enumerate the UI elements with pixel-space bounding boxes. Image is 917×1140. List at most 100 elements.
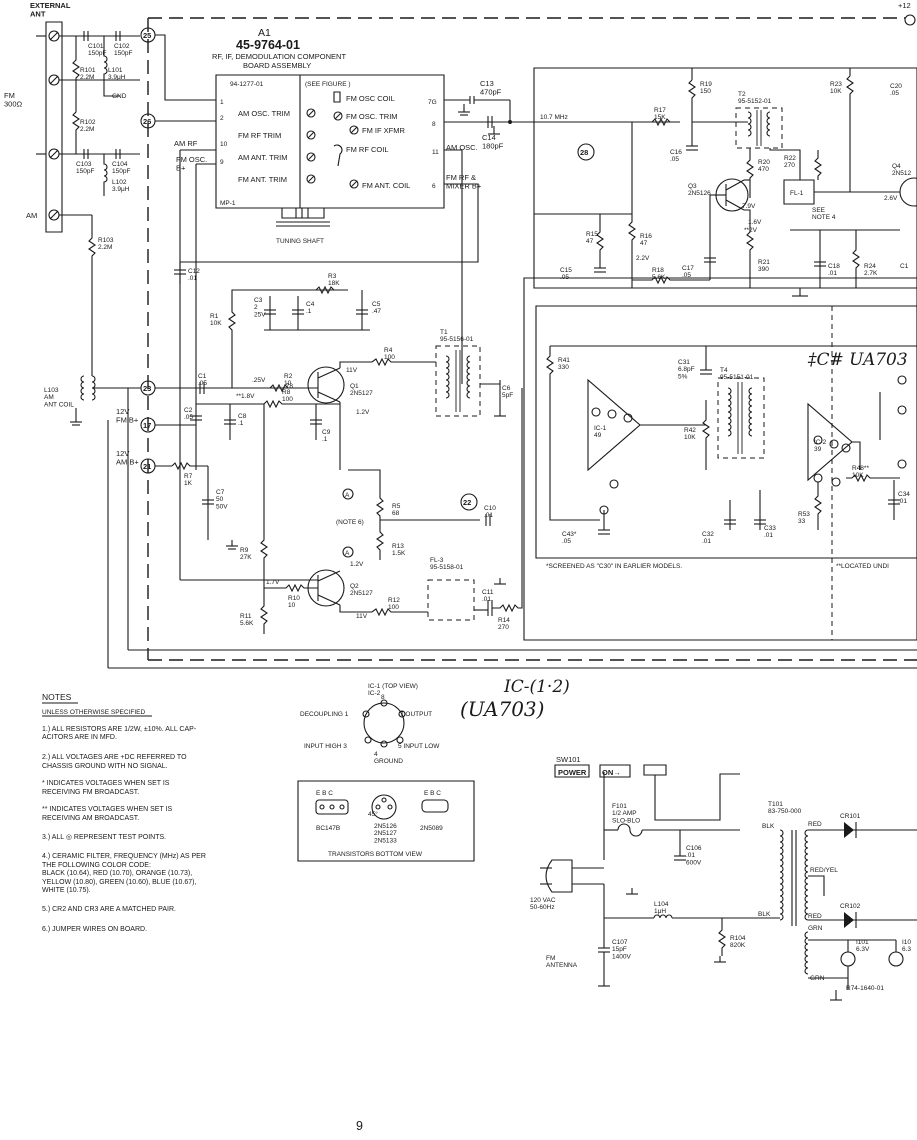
located-note: **LOCATED UNDI xyxy=(836,563,889,570)
module-a1: A1 45-9764-01 RF, IF, DEMODULATION COMPO… xyxy=(212,27,444,245)
handwritten-bottom-2: (UA703) xyxy=(460,697,544,721)
r48-label: R48**10K xyxy=(852,465,869,479)
pin-right-2: 8 xyxy=(432,121,436,128)
transistor-caption: TRANSISTORS BOTTOM VIEW xyxy=(328,851,423,858)
note-6: 6.) JUMPER WIRES ON BOARD. xyxy=(42,925,148,933)
c16-label: C16.05 xyxy=(670,149,682,163)
v11: 11V xyxy=(346,367,358,374)
ebc1: E B C xyxy=(316,790,333,797)
ic-input-high: INPUT HIGH 3 xyxy=(304,743,347,750)
module-part: 45-9764-01 xyxy=(236,38,300,52)
page-number: 9 xyxy=(356,1119,363,1133)
board-outline: +12 xyxy=(148,1,917,660)
blk-label: BLK xyxy=(762,823,775,830)
c34-label: C34.01 xyxy=(898,491,910,505)
terminal-23: 23 xyxy=(143,384,151,393)
pin-left-1: 1 xyxy=(220,99,224,106)
c9-label: C9.1 xyxy=(322,429,331,443)
ic-pinout: IC-1 (TOP VIEW)IC-2 8 DECOUPLING 1 7 OUT… xyxy=(300,683,440,765)
c8-label: C8.1 xyxy=(238,413,247,427)
freq-label: 10.7 MHz xyxy=(540,114,568,121)
deg: 45° xyxy=(368,810,378,818)
handwritten-bottom-1: IC-(1·2) xyxy=(503,677,570,697)
note-2a: * INDICATES VOLTAGES WHEN SET IS RECEIVI… xyxy=(42,780,170,796)
coil-1: FM OSC COIL xyxy=(346,94,395,103)
sub-part: 94-1277-01 xyxy=(230,81,264,88)
trim-2: FM RF TRIM xyxy=(238,131,281,140)
c10-label: C10.01 xyxy=(484,505,496,519)
pin-left-3: 10 xyxy=(220,141,228,148)
blk2-label: BLK xyxy=(758,911,771,918)
v79: 7.9V xyxy=(742,203,756,210)
pin-right-1: 7G xyxy=(428,99,437,106)
pin-left-2: 2 xyxy=(220,115,224,122)
coil-4: FM RF COIL xyxy=(346,145,389,154)
c5-label: C5.47 xyxy=(372,301,381,315)
trim-1: AM OSC. TRIM xyxy=(238,109,290,118)
note-5: 5.) CR2 AND CR3 ARE A MATCHED PAIR. xyxy=(42,906,176,914)
note6: (NOTE 6) xyxy=(336,519,364,526)
pin-right-3: 11 xyxy=(432,149,439,156)
notes-sub: UNLESS OTHERWISE SPECIFIED xyxy=(42,709,145,716)
c19-label: C1 xyxy=(900,263,909,270)
v11b: 11V xyxy=(356,613,368,620)
red-yel-label: RED/YEL xyxy=(810,867,838,874)
coil-2: FM OSC. TRIM xyxy=(346,112,398,121)
terminal-17: 17 xyxy=(143,421,151,430)
coil-3: FM IF XFMR xyxy=(362,126,405,135)
gnd-label: GND xyxy=(112,93,127,100)
fl1-label: FL-1 xyxy=(790,190,804,197)
note-2b: ** INDICATES VOLTAGES WHEN SET IS RECEIV… xyxy=(42,805,173,822)
terminal-26: 26 xyxy=(143,117,151,126)
terminal-28: 28 xyxy=(580,148,588,157)
module-title: RF, IF, DEMODULATION COMPONENT xyxy=(212,52,346,61)
v26: 2.6V xyxy=(884,195,898,202)
c32-label: C32.01 xyxy=(702,531,714,545)
c4-label: C4.1 xyxy=(306,301,315,315)
note-4: 4.) CERAMIC FILTER, FREQUENCY (MHz) AS P… xyxy=(42,852,206,895)
v16: 1.6V xyxy=(748,219,762,226)
trim-3: AM ANT. TRIM xyxy=(238,153,287,162)
ic-pin8: 8 xyxy=(381,694,385,701)
ic-input-low: 5 INPUT LOW xyxy=(398,743,440,750)
notes-list: 1.) ALL RESISTORS ARE 1/2W, ±10%. ALL CA… xyxy=(42,717,292,943)
v17: 1.7V xyxy=(266,579,280,586)
c18-label: C18.01 xyxy=(828,263,840,277)
